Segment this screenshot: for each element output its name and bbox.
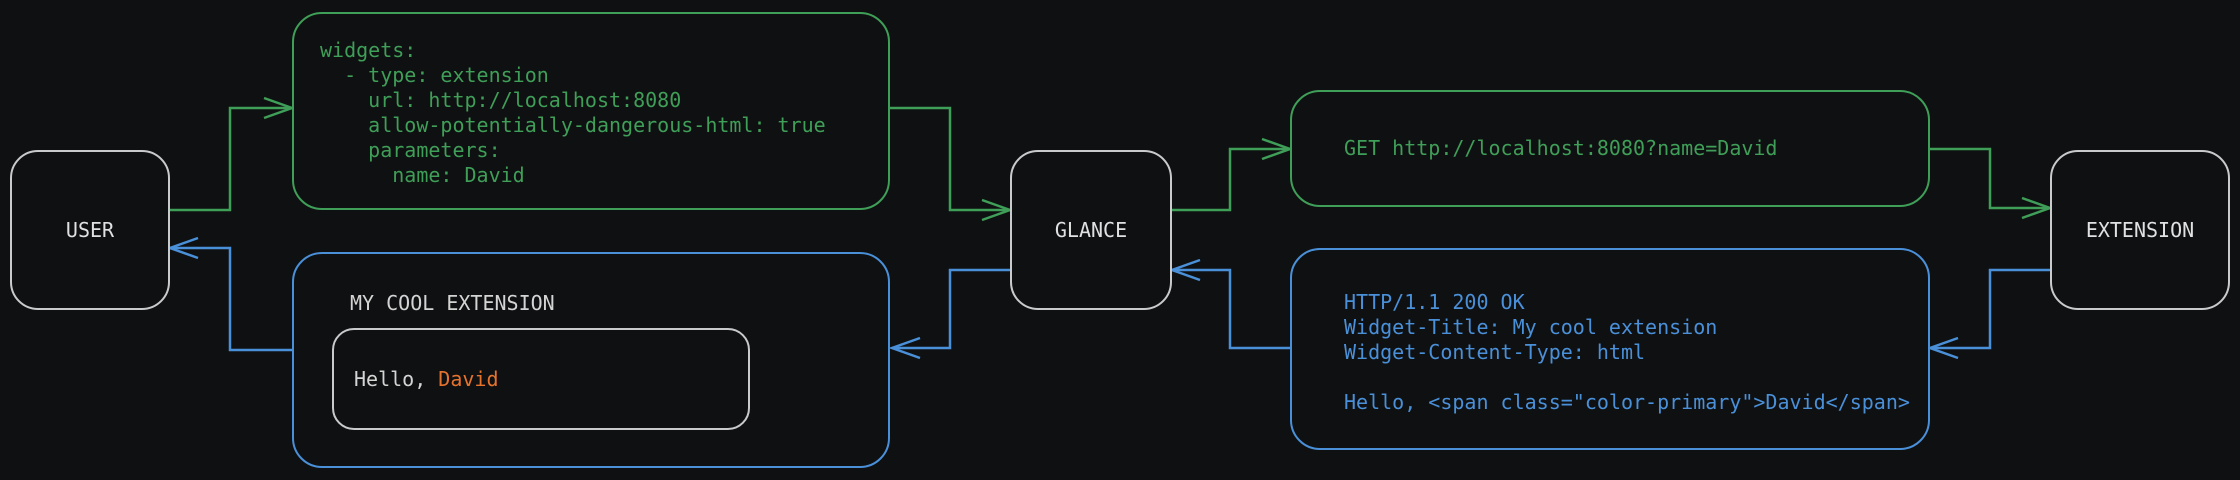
arrow-widget-to-user [166, 236, 292, 352]
config-line: allow-potentially-dangerous-html: true [320, 113, 826, 137]
arrow-response-to-glance [1168, 258, 1290, 350]
config-line: - type: extension [320, 63, 549, 87]
arrow-config-to-glance [890, 106, 1014, 222]
extension-node: EXTENSION [2050, 150, 2230, 310]
arrow-request-to-extension [1930, 147, 2054, 220]
config-yaml-box: widgets: - type: extension url: http://l… [292, 12, 890, 210]
response-line: Widget-Content-Type: html [1344, 340, 1646, 364]
config-line: parameters: [320, 138, 501, 162]
arrow-glance-to-request [1172, 137, 1294, 212]
user-node-label: USER [65, 218, 115, 242]
rendered-widget-box: MY COOL EXTENSION Hello, David [292, 252, 890, 468]
response-line: HTTP/1.1 200 OK [1344, 290, 1525, 314]
glance-node: GLANCE [1010, 150, 1172, 310]
get-request-box: GET http://localhost:8080?name=David [1290, 90, 1930, 207]
arrow-glance-to-widget [888, 268, 1010, 360]
config-line: widgets: [320, 38, 417, 62]
widget-greeting-box: Hello, David [332, 328, 750, 430]
arrow-user-to-config [170, 96, 296, 212]
config-line: name: David [320, 163, 525, 187]
config-line: url: http://localhost:8080 [320, 88, 682, 112]
greeting-name: David [438, 366, 499, 391]
extension-node-label: EXTENSION [2085, 218, 2195, 242]
response-line: Hello, <span class="color-primary">David… [1344, 390, 1910, 414]
response-line [1344, 365, 1928, 390]
user-node: USER [10, 150, 170, 310]
widget-title: MY COOL EXTENSION [350, 291, 555, 315]
response-line: Widget-Title: My cool extension [1344, 315, 1718, 339]
greeting-prefix: Hello, [354, 366, 439, 391]
http-response-box: HTTP/1.1 200 OK Widget-Title: My cool ex… [1290, 248, 1930, 450]
arrow-extension-to-response [1926, 268, 2050, 360]
glance-node-label: GLANCE [1054, 218, 1128, 242]
get-request-line: GET http://localhost:8080?name=David [1344, 136, 1778, 160]
